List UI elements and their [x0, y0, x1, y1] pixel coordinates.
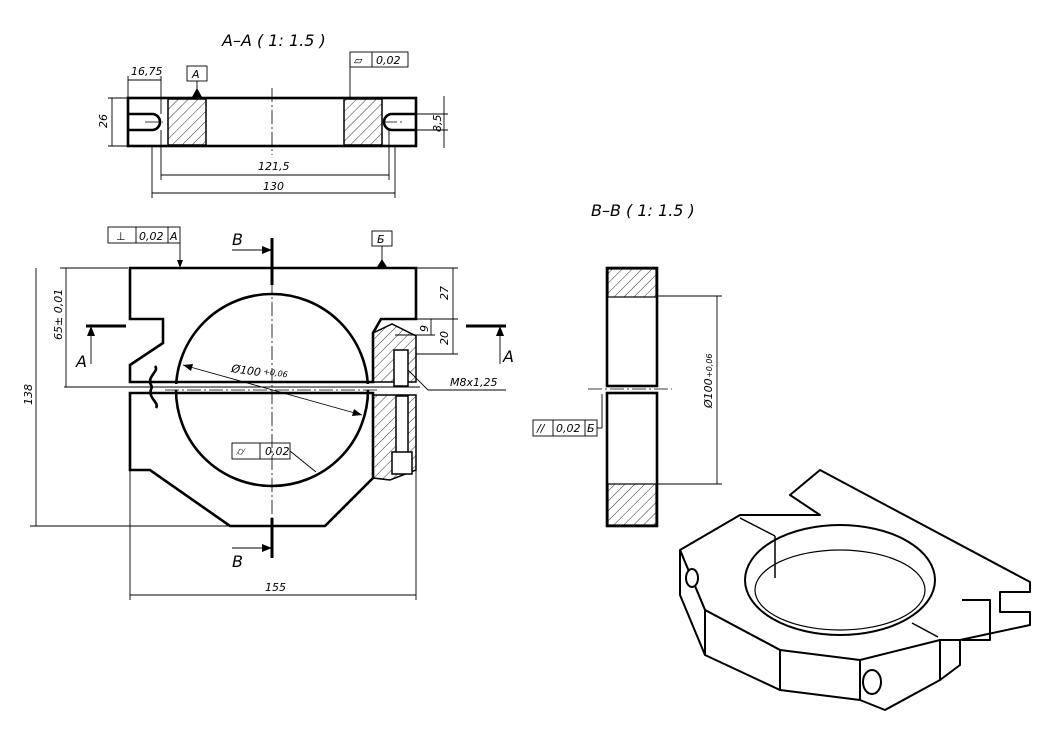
section-aa-view: A–A ( 1: 1.5 ) 16,75 A ▱ 0,02 26 [97, 31, 448, 198]
datum-a-label: A [191, 68, 200, 81]
flatness-frame [349, 51, 409, 68]
bb-upper-part [605, 266, 659, 388]
cylindricity-symbol: ⌭ [236, 445, 246, 458]
iso-hole-front [862, 669, 882, 695]
section-label-b-top: B [232, 230, 243, 249]
section-bb-view: B–B ( 1: 1.5 ) Ø100 +0,06 // 0,02 Б [532, 201, 722, 528]
parallelism-value: 0,02 [556, 422, 581, 435]
dim-26: 26 [97, 114, 110, 128]
main-upper-body [128, 266, 418, 384]
section-label-b-bottom: B [232, 552, 243, 571]
dim-diameter-bb: Ø100 [702, 378, 715, 409]
section-label-a-left: A [75, 352, 87, 371]
dim-20: 20 [438, 331, 451, 345]
iso-hole-left [685, 568, 699, 588]
perpendicularity-datum: A [169, 230, 178, 243]
perpendicularity-symbol: ⊥ [116, 230, 126, 243]
cylindricity-value: 0,02 [265, 445, 290, 458]
dim-138: 138 [22, 384, 35, 405]
split-notch-left [148, 365, 158, 409]
section-bb-title: B–B ( 1: 1.5 ) [591, 201, 695, 220]
parallelism-symbol: // [536, 422, 546, 435]
isometric-view [679, 469, 1031, 711]
iso-bore-ellipse [744, 524, 936, 636]
dim-9: 9 [418, 325, 431, 332]
aa-hatch-right [343, 98, 383, 146]
datum-b-label: Б [377, 233, 385, 246]
dim-65: 65± 0,01 [52, 289, 65, 340]
dim-27: 27 [438, 286, 451, 300]
threaded-hole [393, 349, 409, 387]
dim-diameter-bb-tol: +0,06 [705, 353, 714, 378]
aa-slot-left [128, 112, 162, 132]
flatness-symbol: ▱ [354, 54, 363, 67]
dim-diameter-main-tol: +0,06 [263, 367, 289, 379]
thread-callout: M8x1,25 [450, 376, 498, 389]
perpendicularity-value: 0,02 [139, 230, 164, 243]
datum-a-triangle [192, 88, 202, 97]
section-label-a-right: A [502, 347, 514, 366]
dim-16-75: 16,75 [131, 65, 163, 78]
dim-155: 155 [265, 581, 286, 594]
bb-lower-part [605, 391, 659, 528]
dim-diameter-main: Ø100 [230, 362, 262, 379]
parallelism-datum: Б [587, 422, 595, 435]
main-view: B B A A ⊥ 0,02 A Б 27 9 20 [22, 226, 514, 600]
flatness-value: 0,02 [376, 54, 401, 67]
perpendicularity-frame [107, 226, 181, 244]
dim-130: 130 [263, 180, 284, 193]
dim-8-5: 8,5 [431, 115, 444, 133]
section-aa-title: A–A ( 1: 1.5 ) [221, 31, 326, 50]
aa-hatch-left [167, 98, 207, 146]
dim-121-5: 121,5 [258, 160, 290, 173]
